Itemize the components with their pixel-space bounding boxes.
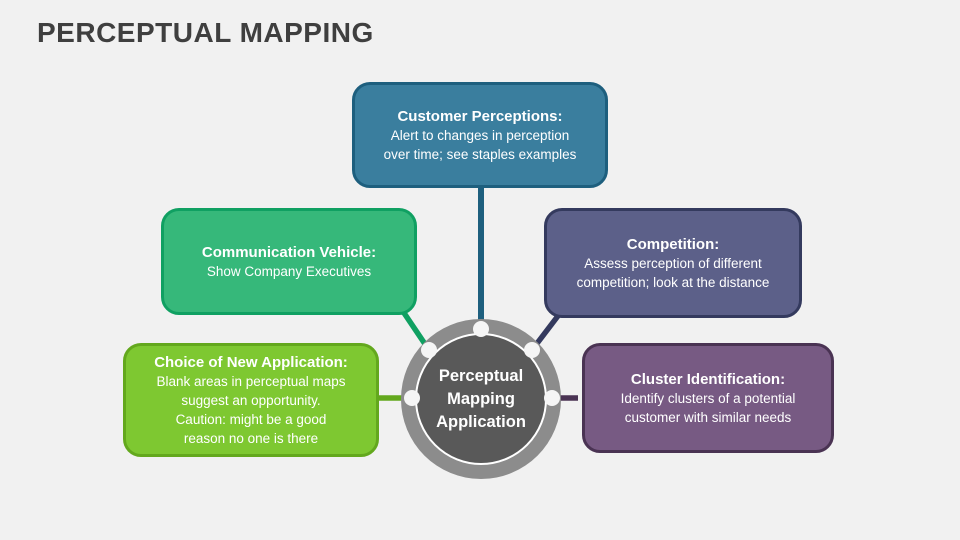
hub-label: Perceptual Mapping Application	[436, 366, 526, 431]
node-body: Show Company Executives	[206, 263, 372, 279]
node-title: Choice of New Application:	[154, 353, 348, 371]
node-title: Cluster Identification:	[630, 370, 786, 388]
node-card-choice-of-new-application: Choice of New Application: Blank areas i…	[123, 343, 379, 457]
slide-title: PERCEPTUAL MAPPING	[37, 17, 374, 48]
hub-anchor-dot-top	[473, 321, 489, 337]
node-title: Customer Perceptions:	[397, 107, 563, 125]
node-card-competition: Competition: Assess perception of differ…	[544, 208, 802, 318]
node-card-communication-vehicle: Communication Vehicle: Show Company Exec…	[161, 208, 417, 315]
node-body: Blank areas in perceptual maps suggest a…	[156, 373, 346, 446]
node-title: Communication Vehicle:	[201, 243, 377, 261]
node-card-cluster-identification: Cluster Identification: Identify cluster…	[582, 343, 834, 453]
node-title: Competition:	[626, 235, 720, 253]
node-card-customer-perceptions: Customer Perceptions: Alert to changes i…	[352, 82, 608, 188]
hub-anchor-dot-left	[404, 390, 420, 406]
node-body: Alert to changes in perception over time…	[383, 127, 577, 162]
hub-anchor-dot-upper-left	[421, 342, 437, 358]
hub-anchor-dot-upper-right	[524, 342, 540, 358]
node-body: Identify clusters of a potential custome…	[620, 390, 796, 425]
hub-anchor-dot-right	[544, 390, 560, 406]
node-body: Assess perception of different competiti…	[576, 255, 770, 290]
